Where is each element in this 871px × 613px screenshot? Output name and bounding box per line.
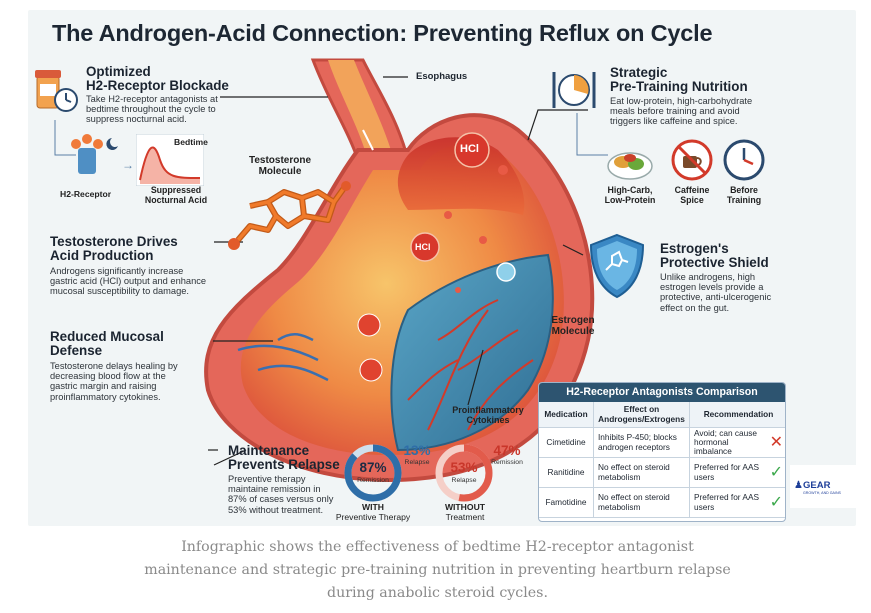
h2-receptor-label: H2-Receptor [60, 189, 112, 199]
with-relapse-pct: 13% [403, 443, 431, 458]
bedtime-label: Bedtime [174, 137, 208, 147]
blood-vessels [407, 299, 534, 431]
with-relapse-label: Relapse [404, 459, 430, 466]
without-treatment-caption: WITHOUT Treatment [444, 502, 486, 522]
nutrition-heading: Strategic Pre-Training Nutrition [610, 65, 748, 94]
pill-bottle-icon [35, 70, 78, 112]
caffeine-icon-label: Caffeine Spice [674, 185, 710, 205]
without-remission-label: Relapse [451, 477, 477, 484]
comparison-table: H2-Receptor Antagonists Comparison Medic… [538, 382, 786, 522]
table-title: H2-Receptor Antagonists Comparison [539, 383, 785, 402]
h2-receptor-icon [71, 134, 118, 174]
with-remission-pct: 87% [359, 460, 387, 475]
mucosal-defense-body: Testosterone delays healing by decreasin… [50, 361, 178, 402]
h2-blockade-body: Take H2-receptor antagonists at bedtime … [86, 94, 218, 125]
check-icon: ✓ [769, 493, 783, 511]
testosterone-molecule-icon [228, 181, 351, 250]
shield-icon [589, 233, 645, 299]
testosterone-acid-heading: Testosterone Drives Acid Production [50, 234, 178, 263]
estrogen-body: Unlike androgens, high estrogen levels p… [660, 272, 772, 313]
clock-icon [723, 139, 765, 181]
plate-cutlery-icon [552, 72, 596, 108]
table-row-recommendation: Avoid; can cause hormonal imbalance ✕ [690, 428, 785, 458]
table-row-effect: Inhibits P-450; blocks androgen receptor… [594, 428, 690, 458]
table-row-medication: Famotidine [539, 488, 594, 518]
brand-tagline: GROWTH, AND GAINS [803, 491, 841, 495]
food-icon-label: High-Carb, Low-Protein [604, 185, 656, 205]
hcl-label-1: HCl [460, 143, 479, 155]
testosterone-molecule-label: Testosterone Molecule [248, 155, 312, 177]
without-remission-pct: 53% [450, 460, 478, 475]
mucosal-defense-heading: Reduced Mucosal Defense [50, 329, 164, 358]
no-caffeine-icon [671, 139, 713, 181]
proinflammatory-label: Proinflammatory Cytokines [452, 405, 524, 425]
remission-rings [344, 444, 493, 502]
table-row-recommendation: Preferred for AAS users ✓ [690, 488, 785, 518]
h2-blockade-heading: Optimized H2-Receptor Blockade [86, 64, 229, 93]
nutrition-body: Eat low-protein, high-carbohydrate meals… [610, 96, 753, 127]
infographic-title: The Androgen-Acid Connection: Preventing… [52, 20, 713, 46]
table-header-effect: Effect on Androgens/Extrogens [594, 402, 690, 428]
without-relapse-pct: 47% [493, 443, 521, 458]
estrogen-molecule-label: Estrogen Molecule [551, 315, 595, 337]
with-remission-label: Remission [357, 477, 389, 484]
figure-caption: Infographic shows the effectiveness of b… [144, 539, 731, 601]
hcl-label-2: HCl [415, 242, 431, 252]
table-header-recommendation: Recommendation [690, 402, 785, 428]
acid-chart-icon [136, 134, 204, 186]
table-row-effect: No effect on steroid metabolism [594, 488, 690, 518]
cross-icon: ✕ [769, 433, 783, 451]
table-header-medication: Medication [539, 402, 594, 428]
table-row-effect: No effect on steroid metabolism [594, 458, 690, 488]
check-icon: ✓ [769, 463, 783, 481]
table-row-medication: Ranitidine [539, 458, 594, 488]
maintenance-body: Preventive therapy maintaine remission i… [228, 474, 334, 515]
suppressed-acid-label: Suppressed Nocturnal Acid [144, 185, 208, 205]
without-relapse-label: Remission [491, 459, 523, 466]
brand-logo[interactable]: ♟ GEAR GROWTH, AND GAINS [790, 465, 856, 508]
food-plate-icon [607, 152, 653, 180]
ring-with-therapy [344, 444, 402, 502]
with-therapy-caption: WITH Preventive Therapy [335, 502, 411, 522]
table-row-medication: Cimetidine [539, 428, 594, 458]
clock-icon-label: Before Training [726, 185, 762, 205]
ring-without-treatment [435, 444, 493, 502]
testosterone-acid-body: Androgens significantly increase gastric… [50, 266, 207, 297]
maintenance-heading: Maintenance Prevents Relapse [228, 443, 340, 472]
brand-name: GEAR [803, 480, 831, 491]
acid-pool [397, 137, 525, 215]
person-icon: ♟ [794, 480, 803, 491]
table-row-recommendation: Preferred for AAS users ✓ [690, 458, 785, 488]
esophagus-label: Esophagus [416, 71, 468, 82]
table-grid: Medication Effect on Androgens/Extrogens… [539, 402, 785, 518]
infographic: The Androgen-Acid Connection: Preventing… [28, 10, 856, 526]
estrogen-heading: Estrogen's Protective Shield [660, 241, 769, 270]
arrow-right-icon: → [122, 158, 134, 172]
stomach-illustration [204, 58, 595, 483]
